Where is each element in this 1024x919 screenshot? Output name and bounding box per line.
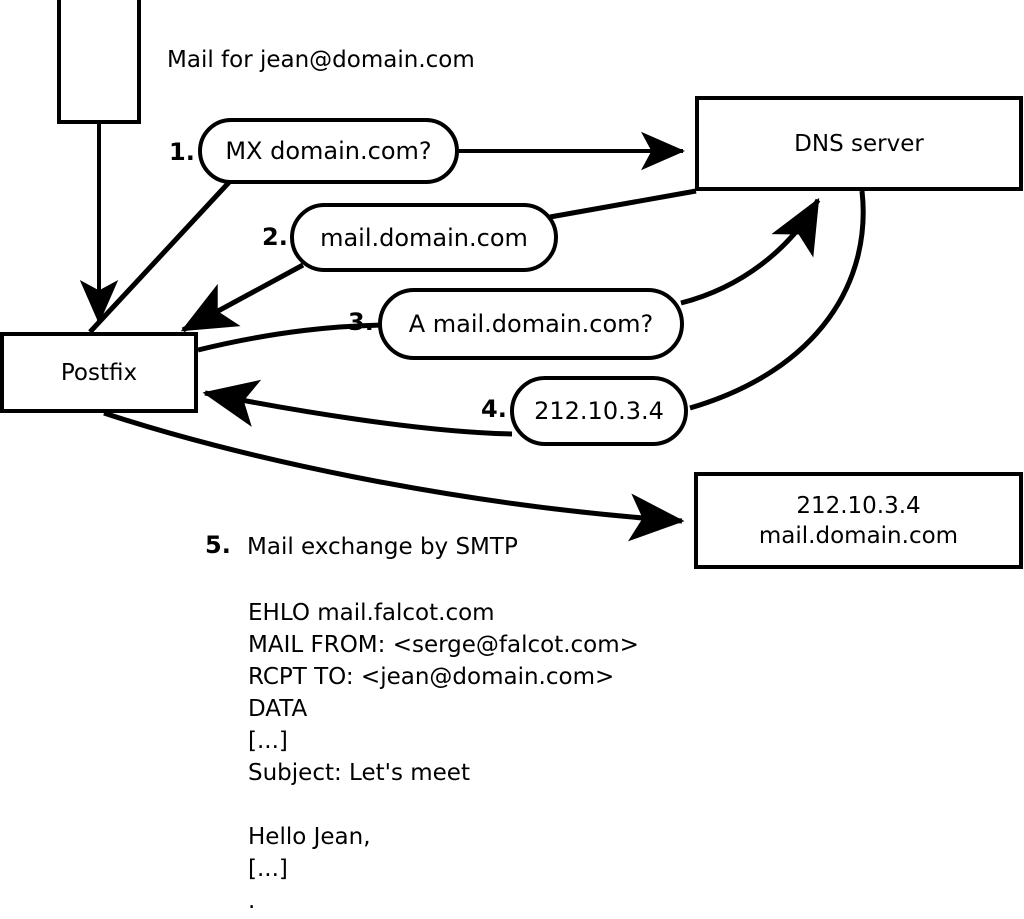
smtp-line: Subject: Let's meet [248,760,470,786]
connector-step4-to-postfix [202,379,513,437]
connector-postfix-to-target [103,410,685,542]
connector-postfix-to-step3 [197,322,383,353]
node-source-client [57,0,141,124]
node-target-mail-server: 212.10.3.4 mail.domain.com [694,472,1023,569]
node-dns-server-label: DNS server [794,130,924,157]
message-bubble-step3-text: A mail.domain.com? [408,310,654,338]
step-number-4: 4. [481,395,507,423]
message-bubble-step1-text: MX domain.com? [225,137,432,165]
node-postfix: Postfix [0,332,198,413]
connector-step3-to-dns [680,197,821,306]
node-target-hostname: mail.domain.com [758,522,959,549]
node-target-ip: 212.10.3.4 [796,492,921,519]
message-bubble-step2-text: mail.domain.com [320,223,528,252]
smtp-line: RCPT TO: <jean@domain.com> [248,664,615,690]
smtp-line: EHLO mail.falcot.com [248,600,495,626]
smtp-line: MAIL FROM: <serge@falcot.com> [248,632,639,658]
connector-dns-to-step4 [689,190,866,411]
message-bubble-step1: MX domain.com? [198,118,459,184]
step-number-3: 3. [348,308,374,336]
smtp-line: DATA [248,696,308,722]
node-postfix-label: Postfix [60,359,138,386]
node-dns-server: DNS server [695,96,1023,191]
smtp-line-blank [248,789,639,821]
step-number-1: 1. [169,138,195,166]
message-bubble-step4-text: 212.10.3.4 [534,397,664,425]
connector-postfix-to-step1 [88,176,235,334]
smtp-line: Hello Jean, [248,824,371,850]
smtp-line: [...] [248,856,288,882]
message-bubble-step4: 212.10.3.4 [510,376,688,446]
caption-step5-label: Mail exchange by SMTP [247,534,518,560]
connector-dns-to-step2 [549,188,697,220]
step-number-2: 2. [262,223,288,251]
smtp-line: . [248,888,256,914]
smtp-transcript: EHLO mail.falcot.com MAIL FROM: <serge@f… [248,597,639,917]
smtp-line: [...] [248,728,288,754]
message-bubble-step2: mail.domain.com [290,203,558,272]
connector-step2-to-postfix [180,262,305,333]
caption-mail-for: Mail for jean@domain.com [167,47,475,73]
message-bubble-step3: A mail.domain.com? [378,288,684,360]
step-number-5: 5. [205,531,231,559]
